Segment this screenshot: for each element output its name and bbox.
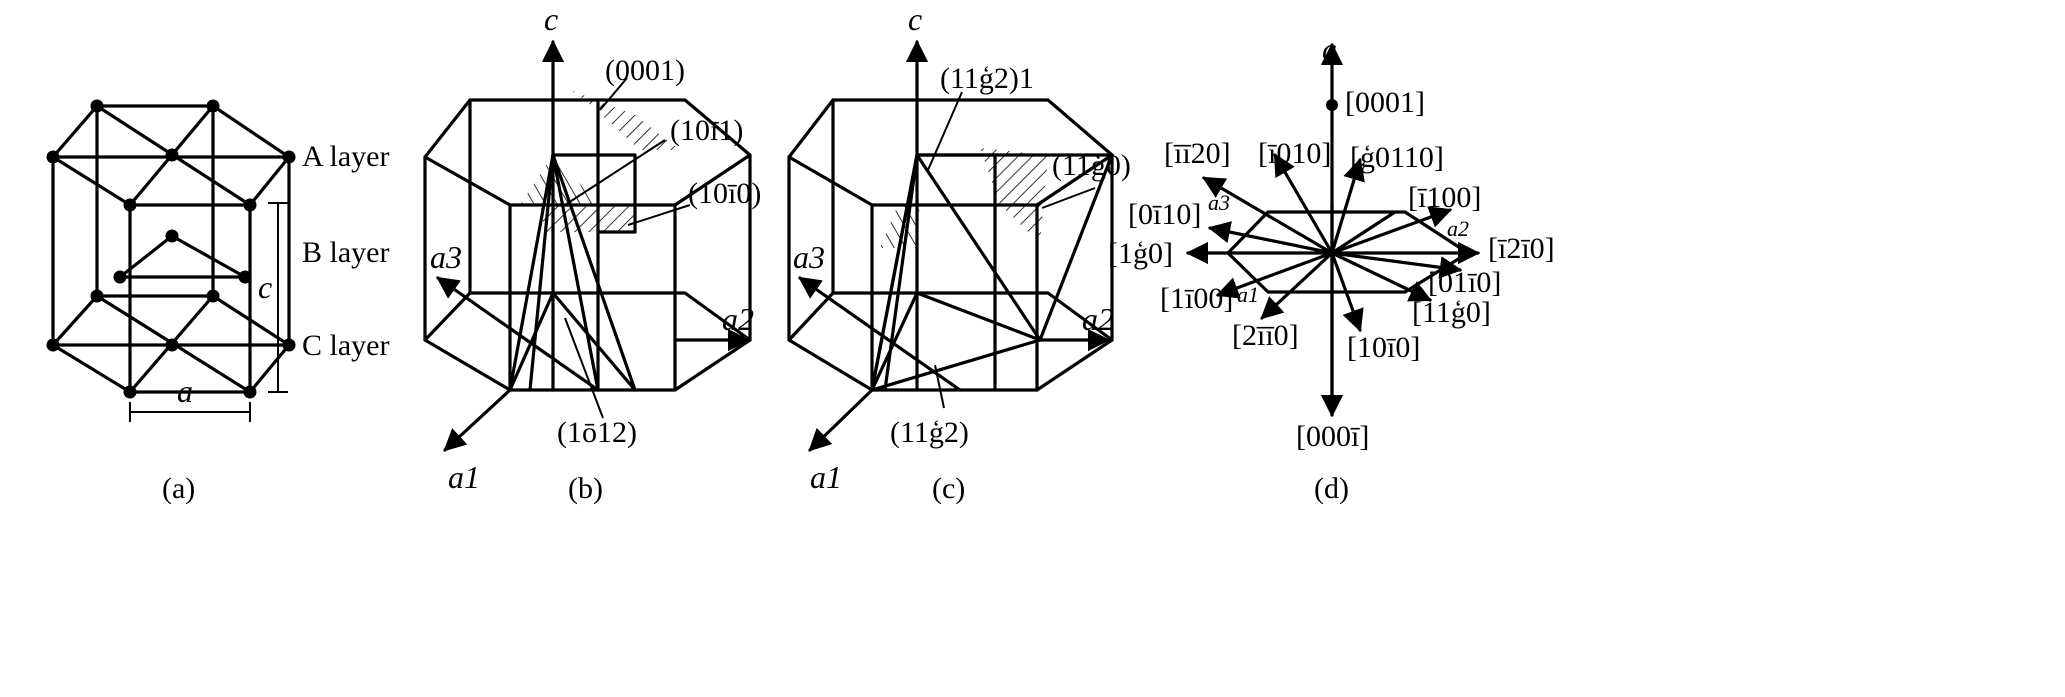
axis-a3-b: [436, 276, 600, 392]
axis-c-label-d: c: [1322, 31, 1336, 67]
plane-label-10-11: (10ī1): [670, 114, 743, 147]
caption-a: (a): [162, 472, 195, 505]
plane-label-10-10: (10ī0): [688, 177, 761, 210]
plane-label-11-20: (11ģ0): [1052, 149, 1131, 182]
dir-0001: [0001]: [1345, 86, 1425, 119]
axis-a1-c: [808, 388, 874, 452]
dir-1100-neg: [ī100]: [1408, 181, 1481, 214]
panel-d-directions: c a1 a2 a3 [0001] [īī20] [ī010] [ģ0110] …: [1108, 31, 1555, 505]
dir-1120: [11ģ0]: [1412, 296, 1491, 329]
plane-11-20-hatch: [980, 148, 1048, 243]
panel-c-hcp-planes: c a1 a2 a3 (11ģ2)1 (11ģ0) (11ģ2) (c): [787, 1, 1131, 505]
dir-1010: [10ī0]: [1347, 331, 1420, 364]
dir-0110: [01ī0]: [1428, 266, 1501, 299]
hcp-atoms: [46, 99, 296, 399]
plane-label-1-012: (1ō12): [557, 416, 637, 449]
axis-a3-label-c: a3: [793, 239, 825, 275]
caption-d: (d): [1314, 472, 1349, 505]
dir-1210-neg: [ī2ī0]: [1488, 232, 1555, 265]
c-layer-label: C layer: [302, 329, 389, 362]
axis-c-label-b: c: [544, 1, 558, 37]
plane-label-0001: (0001): [605, 54, 685, 87]
dir-0110-neg: [0ī10]: [1128, 198, 1201, 231]
axis-a3-label-b: a3: [430, 239, 462, 275]
dir-1210: [1ģ0]: [1108, 237, 1173, 270]
a-dimension: a: [129, 373, 251, 422]
dim-a-label: a: [177, 373, 193, 409]
axis-a3-c: [798, 276, 962, 392]
dir-1120-neg: [īī20]: [1164, 137, 1231, 170]
axis-a1-b: [443, 388, 512, 452]
axis-a2-label-c: a2: [1082, 301, 1114, 337]
b-layer-label: B layer: [302, 236, 389, 269]
axis-a1-label-b: a1: [448, 459, 480, 495]
dir-1010-neg: [ī010]: [1258, 137, 1331, 170]
plane-label-11-22: (11ģ2): [890, 416, 969, 449]
panel-a-hcp-unit-cell: c a A layer B layer C layer (a): [46, 99, 389, 505]
axis-a2-label-b: a2: [722, 301, 754, 337]
plane-label-11-21: (11ģ2)1: [940, 62, 1034, 95]
dim-c-label: c: [258, 269, 272, 305]
axis-a2-label-d: a2: [1447, 216, 1469, 241]
caption-c: (c): [932, 472, 965, 505]
panel-b-hcp-planes: c a1 a2 a3 (0001) (10ī1) (10ī0) (1ō12) (…: [423, 1, 761, 505]
dir-2110: [2īī0]: [1232, 319, 1299, 352]
direction-rays: [1185, 153, 1481, 333]
dir-000-1: [000ī]: [1296, 420, 1369, 453]
axis-c-label-c: c: [908, 1, 922, 37]
c-dimension: c: [258, 202, 288, 393]
dir-2110-neg: [ģ0110]: [1350, 141, 1444, 174]
caption-b: (b): [568, 472, 603, 505]
dir-1100: [1ī00]: [1160, 282, 1233, 315]
axis-a1-label-d: a1: [1237, 282, 1259, 307]
a-layer-label: A layer: [302, 140, 389, 173]
prism-edges-c: [787, 91, 1114, 409]
axis-a3-label-d: a3: [1208, 190, 1230, 215]
point-0001: [1326, 99, 1338, 111]
axis-a1-label-c: a1: [810, 459, 842, 495]
